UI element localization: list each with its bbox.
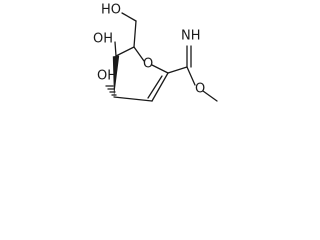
bond-c2-c3 — [151, 72, 169, 102]
label-imine-nh: NH — [181, 29, 201, 44]
bond-c5-oh — [114, 41, 117, 57]
label-ho-hydroxymethyl: HO — [101, 3, 121, 18]
wedge-bond-c4-c5 — [112, 55, 120, 97]
bond-c3-c4 — [113, 96, 153, 102]
chemical-structure: HO OH OH O NH O — [93, 3, 218, 102]
label-ester-oxygen: O — [195, 82, 205, 97]
hashed-bond-c4-oh — [105, 85, 117, 96]
bond-c2-c3-inner — [147, 75, 163, 99]
bond-c5-c6 — [115, 46, 135, 57]
bond-c6-ch2 — [133, 20, 137, 48]
label-oh-c5: OH — [93, 32, 113, 47]
bond-oester-methyl — [202, 90, 218, 102]
bond-c-oester — [186, 66, 196, 86]
bond-c6-o1 — [133, 46, 145, 62]
label-oh-c4: OH — [97, 69, 117, 84]
label-ring-oxygen: O — [143, 57, 153, 72]
bond-c2-cimidate — [167, 66, 188, 74]
bond-o1-c2 — [151, 64, 169, 74]
bond-ch2-oh — [121, 12, 137, 22]
